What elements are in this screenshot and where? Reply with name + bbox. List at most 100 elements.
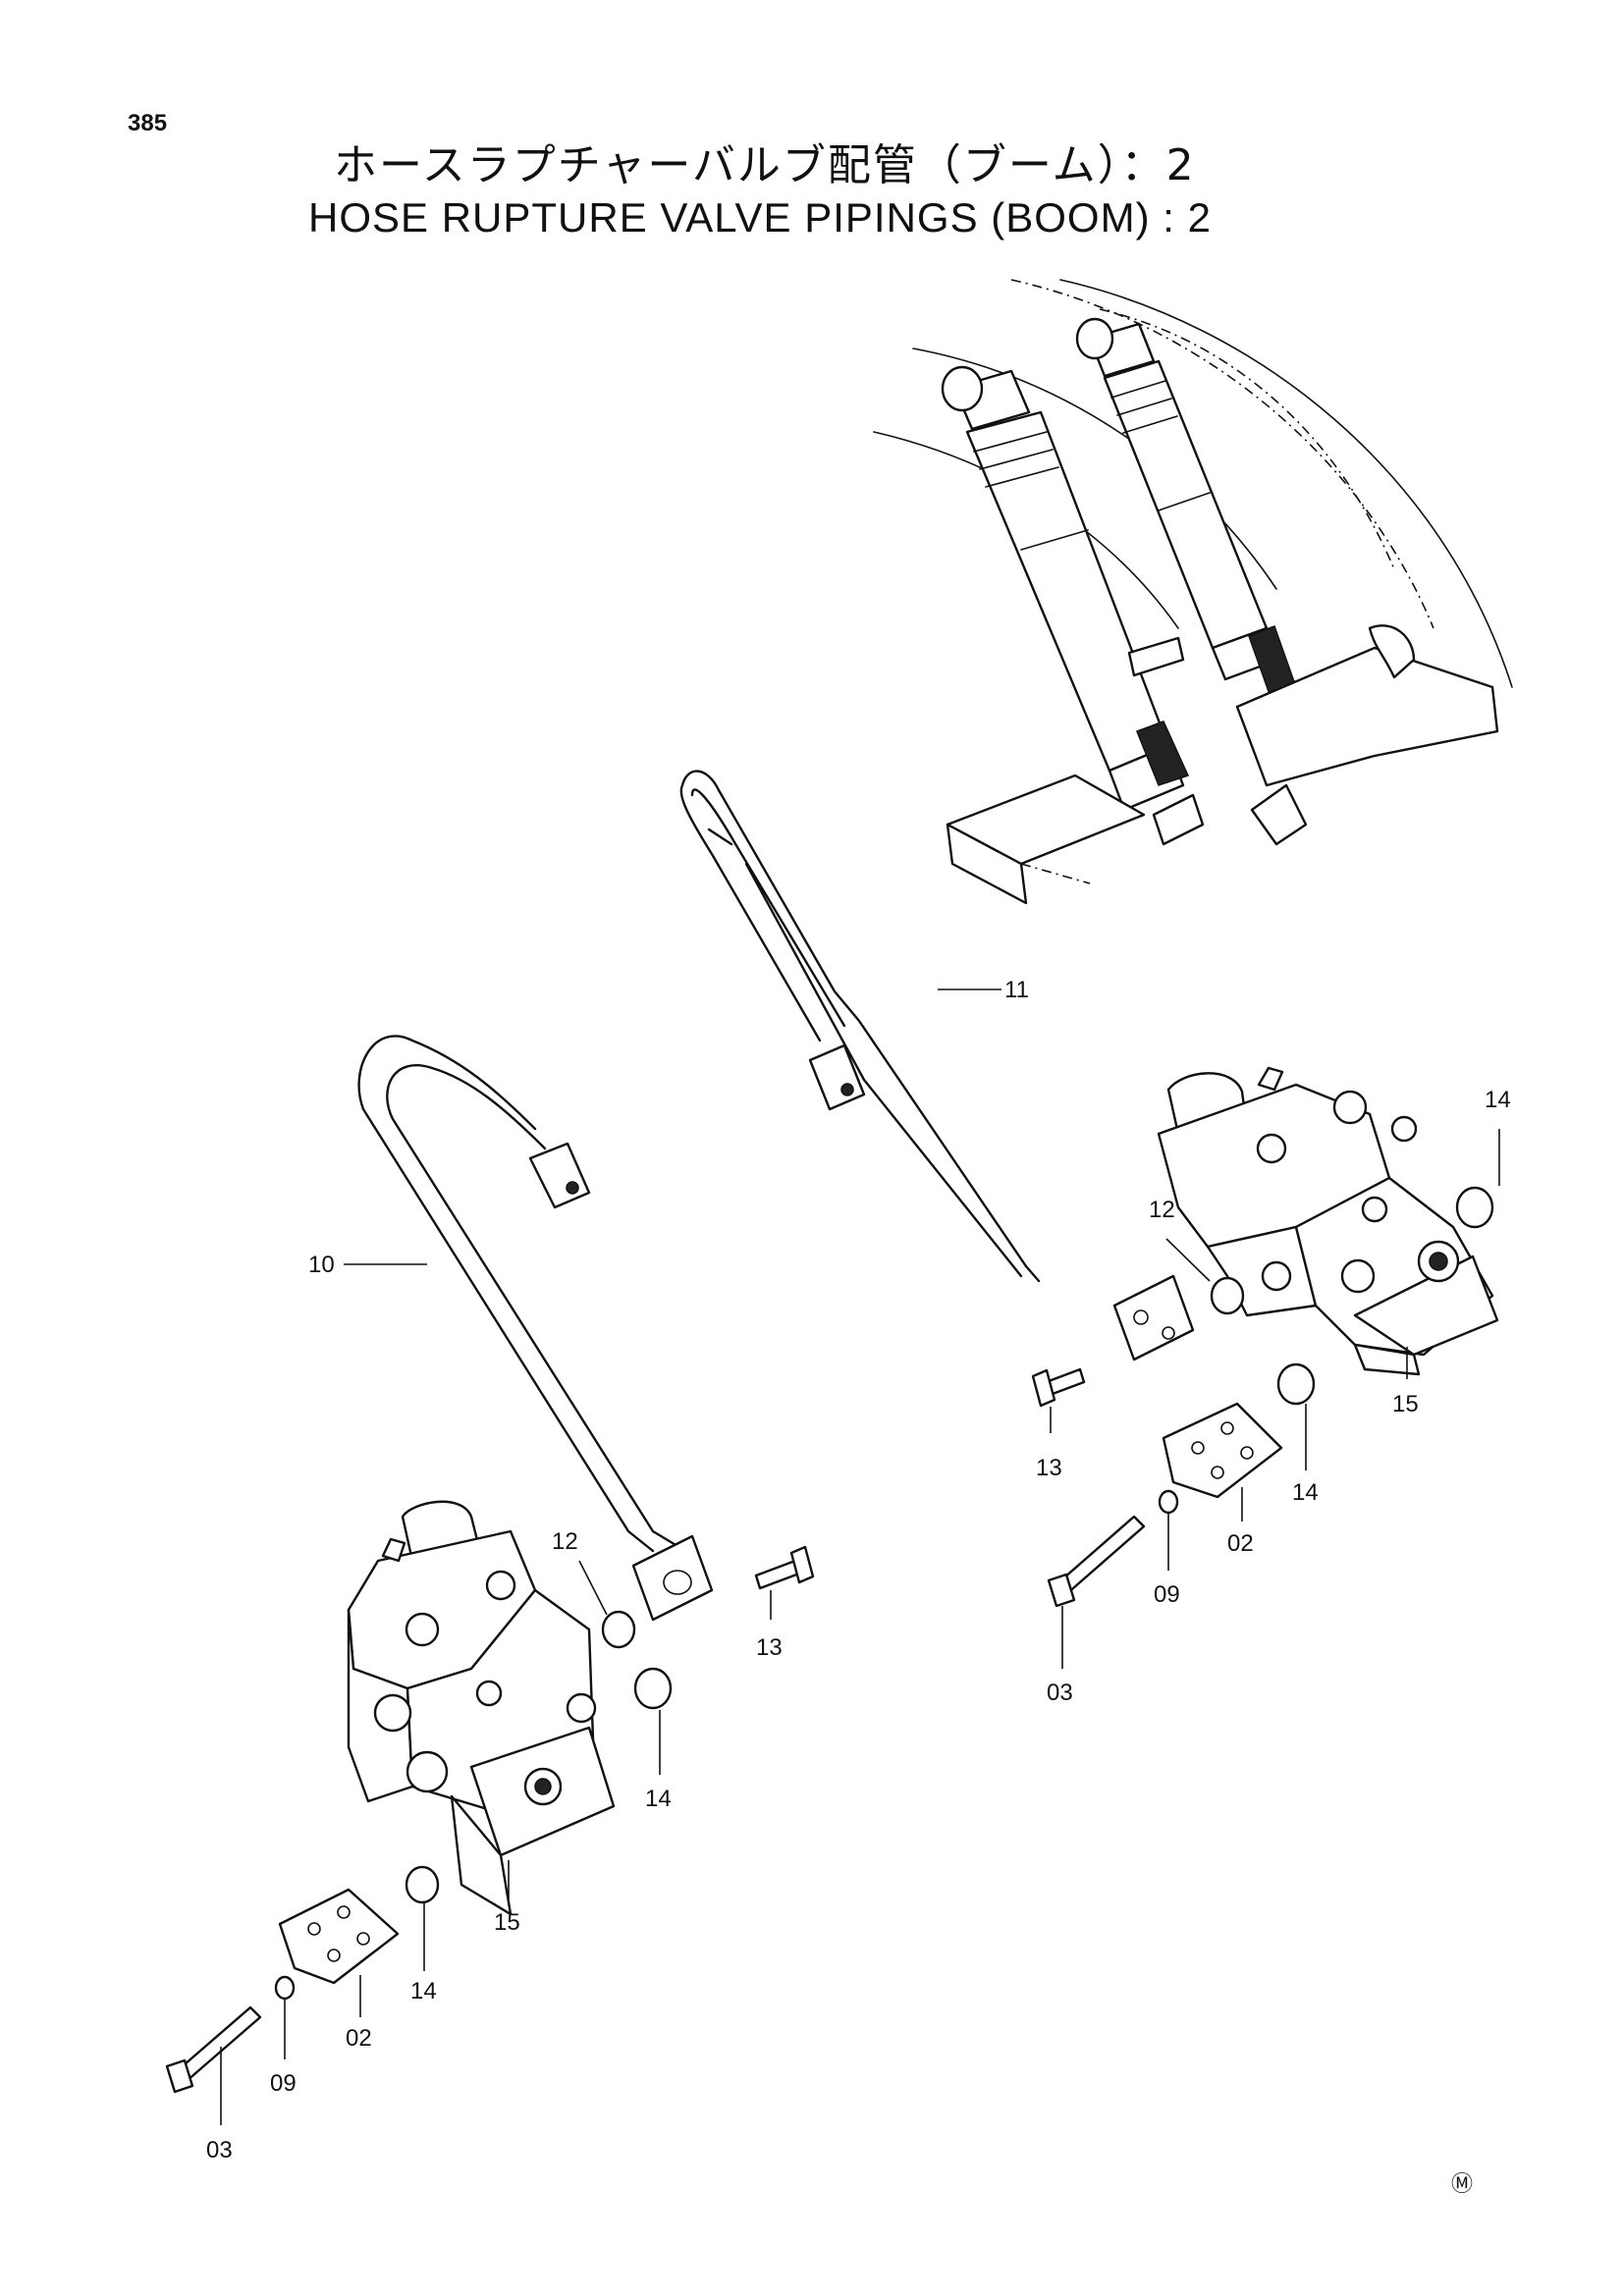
flange-02-right-hole-1 [1191, 1441, 1205, 1455]
right-valve-port-4 [1361, 1196, 1388, 1223]
boom-foot-bracket [1235, 646, 1499, 787]
left-valve-main-port-bore [534, 1778, 552, 1795]
left-rupture-valve-assembly [347, 1500, 616, 1916]
bolt-13-left-shank [754, 1559, 801, 1590]
washer-09-left [274, 1975, 296, 2001]
pipe-10-flange-port [663, 1570, 692, 1595]
leader-12-b [578, 1560, 608, 1616]
bolt-13-right-head [1031, 1368, 1056, 1408]
flange-02-left-hole-1 [307, 1922, 321, 1936]
left-valve-port-5 [475, 1680, 503, 1707]
bolt-03-right-head [1047, 1573, 1076, 1608]
pipe-11 [679, 770, 1195, 1362]
pipe-10-nut [528, 1142, 591, 1209]
callout-11: 11 [1004, 977, 1029, 1003]
callout-10: 10 [308, 1252, 335, 1278]
bolt-03-left-shank [175, 2005, 262, 2083]
pipe-10 [357, 1035, 714, 1622]
callout-02-a: 02 [1227, 1530, 1254, 1557]
flange-02-right-hole-3 [1211, 1466, 1224, 1479]
right-boom-cylinder [1075, 317, 1297, 698]
right-valve-port-1 [1332, 1090, 1368, 1125]
right-valve-port-6 [1340, 1258, 1376, 1294]
flange-02-right [1162, 1402, 1283, 1499]
right-valve-plug [1257, 1066, 1284, 1092]
page-title-japanese: ホースラプチャーバルブ配管（ブーム）：2 [334, 140, 1196, 190]
o-ring-14-left-top [633, 1667, 673, 1710]
bolts-13 [754, 1367, 1086, 1590]
callout-13-a: 13 [1036, 1455, 1062, 1481]
pipe-10-flange [631, 1534, 714, 1622]
frame-hidden-line [1020, 863, 1091, 884]
pipe-11-inner [690, 788, 1023, 1278]
callout-14-a: 14 [1485, 1087, 1511, 1113]
callout-15-a: 15 [1392, 1391, 1419, 1417]
callout-03-b: 03 [206, 2137, 233, 2163]
pipe-11-outer [679, 770, 1041, 1283]
callout-labels: 11 10 14 12 15 13 14 02 09 03 12 13 14 1… [206, 977, 1511, 2163]
left-cylinder-pin [941, 365, 984, 412]
callout-13-b: 13 [756, 1634, 783, 1661]
washers-and-bolts [165, 1489, 1179, 2094]
left-cylinder-barrel [965, 410, 1170, 773]
callout-03-a: 03 [1047, 1680, 1073, 1706]
bolt-13-left-head [789, 1545, 815, 1584]
boom-outline-arc-3 [1059, 279, 1513, 688]
callout-14-b: 14 [1292, 1479, 1319, 1506]
boom-centerline-2 [1099, 308, 1395, 570]
pipe-11-flange [1112, 1274, 1195, 1362]
left-valve-port-6 [566, 1692, 597, 1724]
right-valve-port-5 [1390, 1115, 1418, 1143]
pipe-11-flange-hole-2 [1162, 1326, 1175, 1340]
left-rupture-valve-mini [1136, 721, 1190, 786]
callout-09-a: 09 [1154, 1581, 1180, 1608]
callout-14-d: 14 [410, 1978, 437, 2004]
left-valve-port-4 [406, 1750, 449, 1793]
pipe-10-inner [386, 1064, 679, 1548]
right-valve-port-3 [1261, 1260, 1292, 1292]
pipe-10-outer [357, 1035, 655, 1553]
callout-09-b: 09 [270, 2070, 297, 2097]
pipe-11-nut-bore [840, 1083, 854, 1096]
callout-12-a: 12 [1149, 1197, 1175, 1223]
o-rings [405, 1186, 1494, 1904]
boom-foot-pin [1368, 624, 1416, 679]
o-ring-14-right-lower [1276, 1362, 1316, 1406]
left-valve-port-2 [485, 1570, 516, 1601]
leader-12-a [1165, 1238, 1211, 1282]
callout-14-c: 14 [645, 1786, 672, 1812]
callout-02-b: 02 [346, 2025, 372, 2052]
left-cylinder-bands [973, 431, 1089, 551]
left-valve-lower-block [450, 1794, 513, 1916]
right-rupture-valve-assembly [1157, 1066, 1499, 1376]
pipe-11-nut [808, 1043, 866, 1111]
boom-outline-arc-2 [912, 347, 1277, 590]
callout-12-b: 12 [552, 1528, 578, 1555]
manufacturer-mark: Ⓜ [1451, 2172, 1473, 2197]
left-valve-port-3 [373, 1693, 412, 1733]
page-number: 385 [128, 110, 168, 136]
left-valve-plug [381, 1537, 406, 1563]
callout-15-b: 15 [494, 1909, 520, 1936]
o-ring-14-left-lower [405, 1865, 440, 1904]
right-cylinder-pin [1075, 317, 1114, 360]
o-ring-12-left [601, 1610, 636, 1649]
o-ring-12-right [1210, 1276, 1245, 1315]
right-valve-body-left [1206, 1225, 1318, 1317]
right-valve-port-2 [1256, 1133, 1287, 1164]
flange-02-left-hole-4 [356, 1932, 370, 1946]
flange-02-right-hole-2 [1220, 1421, 1234, 1435]
frame-bracket-right [1250, 783, 1308, 846]
split-flanges-02 [278, 1402, 1283, 1985]
flange-02-left [278, 1888, 400, 1985]
bolt-03-left-head [165, 2058, 194, 2094]
washer-09-right [1158, 1489, 1179, 1515]
right-cylinder-barrel [1103, 359, 1269, 650]
flange-02-left-hole-3 [327, 1949, 341, 1962]
leader-lines [220, 988, 1500, 2125]
pipe-10-nut-bore [566, 1181, 579, 1195]
flange-02-right-hole-4 [1240, 1446, 1254, 1460]
left-cylinder-clamp [1127, 636, 1185, 677]
